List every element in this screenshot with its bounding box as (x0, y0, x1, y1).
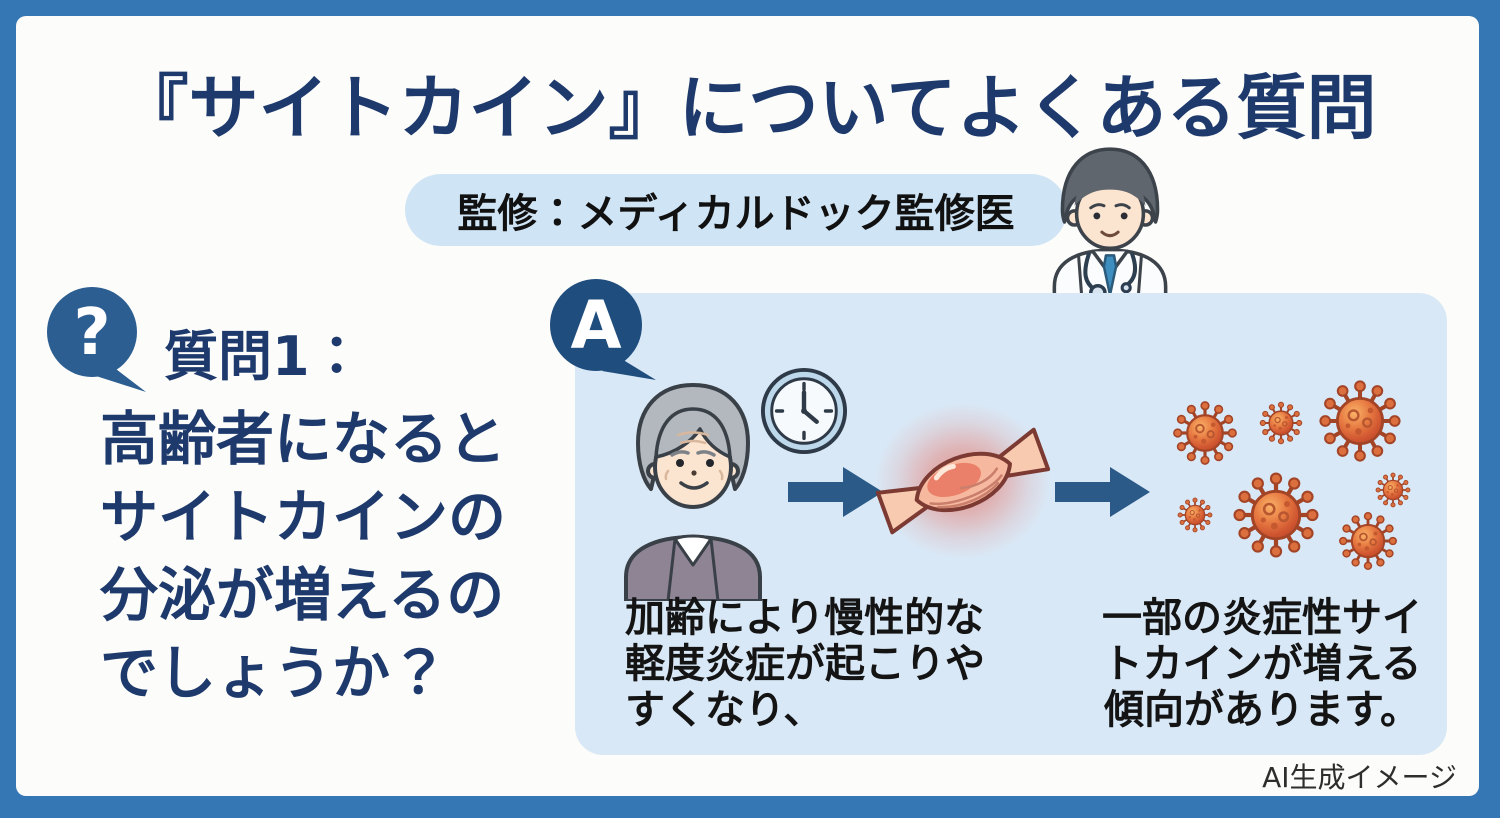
step2-caption-line: 一部の炎症性サイ (1102, 595, 1422, 641)
answer-letter-glyph: A (570, 287, 621, 364)
question-line: でしょうか？ (100, 639, 449, 707)
inflamed-muscle-icon (875, 403, 1051, 559)
step1-caption-line: 軽度炎症が起こりや (625, 641, 985, 687)
question-line: 高齢者になると (100, 405, 507, 473)
step1-caption: 加齢により慢性的な 軽度炎症が起こりや すくなり、 (625, 595, 1005, 733)
clock-icon (760, 367, 848, 455)
doctor-icon (1052, 147, 1168, 310)
step2-caption-line: 傾向があります。 (1104, 687, 1420, 733)
question-mark-glyph: ? (73, 296, 110, 370)
elderly-woman-icon (624, 383, 762, 601)
supervisor-badge: 監修：メディカルドック監修医 (405, 174, 1067, 246)
supervisor-badge-label: 監修：メディカルドック監修医 (457, 191, 1015, 237)
step2-caption: 一部の炎症性サイ トカインが増える 傾向があります。 (1097, 595, 1427, 733)
question-line: 分泌が増えるの (100, 561, 505, 629)
question-text: 高齢者になると サイトカインの 分泌が増えるの でしょうか？ (100, 400, 506, 712)
step1-caption-line: すくなり、 (625, 687, 824, 733)
answer-bubble-icon: A (550, 279, 656, 380)
question-bubble-icon: ? (47, 287, 146, 392)
question-line: サイトカインの (100, 483, 507, 551)
page-title: 『サイトカイン』についてよくある質問 (118, 67, 1377, 149)
step2-caption-line: トカインが増える (1102, 641, 1422, 687)
question-number-label: 質問1： (164, 325, 364, 388)
infographic-canvas: 『サイトカイン』についてよくある質問 監修：メディカルドック監修医 (16, 16, 1479, 796)
cytokine-particles-icon (1172, 366, 1411, 571)
step1-caption-line: 加齢により慢性的な (625, 595, 985, 641)
arrow-right-icon (1055, 467, 1150, 517)
ai-generated-note: AI生成イメージ (1262, 761, 1457, 794)
answer-panel: 加齢により慢性的な 軽度炎症が起こりや すくなり、 一部の炎症性サイ トカインが… (575, 293, 1447, 755)
arrow-right-icon (788, 467, 883, 517)
